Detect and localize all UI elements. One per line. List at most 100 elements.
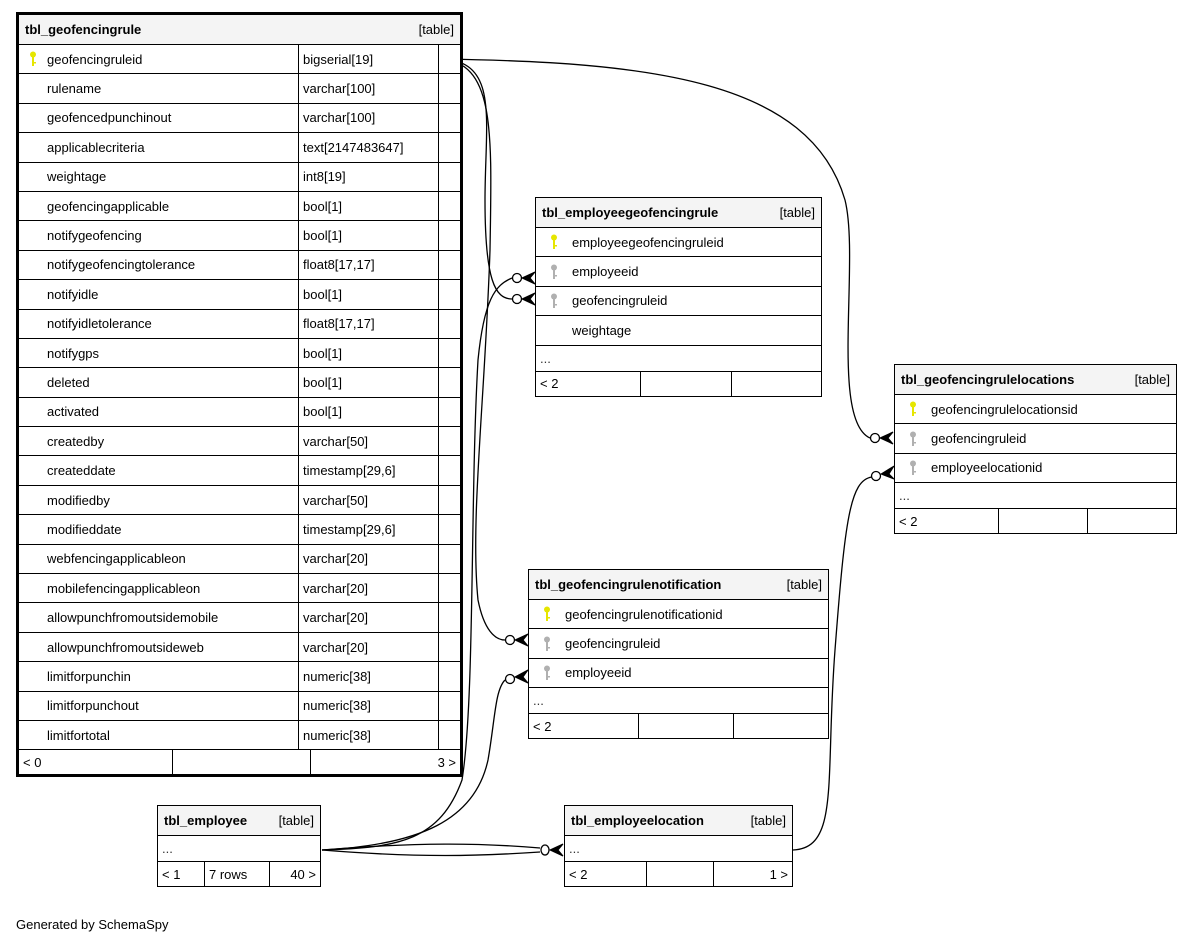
column-row[interactable]: employeelocationid xyxy=(895,454,1176,484)
column-name: notifygps xyxy=(47,338,299,368)
table-geofencingrulenotification[interactable]: tbl_geofencingrulenotification [table] g… xyxy=(528,569,829,740)
column-name: notifyidle xyxy=(47,280,299,309)
table-type: [table] xyxy=(786,577,822,592)
column-name: notifygeofencingtolerance xyxy=(47,250,299,280)
column-name: applicablecriteria xyxy=(47,133,299,162)
column-type: float8[17,17] xyxy=(299,309,439,338)
column-row[interactable]: employeeid xyxy=(529,659,828,689)
children-count[interactable] xyxy=(733,714,828,739)
children-count[interactable]: 3 > xyxy=(310,750,460,775)
column-name: rulename xyxy=(47,74,299,103)
column-name: geofencingrulelocationsid xyxy=(931,401,1078,417)
column-row[interactable]: geofencingrulenotificationid xyxy=(529,600,828,630)
column-type: numeric[38] xyxy=(299,662,439,691)
column-type: text[2147483647] xyxy=(299,133,439,162)
column-name: webfencingapplicableon xyxy=(47,544,299,574)
children-count[interactable] xyxy=(731,371,821,396)
children-count[interactable] xyxy=(1087,509,1176,534)
parents-count[interactable]: < 2 xyxy=(569,866,588,882)
parents-count[interactable]: < 2 xyxy=(533,718,552,734)
foreign-key-icon xyxy=(895,431,931,447)
column-name: notifygeofencing xyxy=(47,221,299,250)
table-name: tbl_employeelocation xyxy=(571,813,704,828)
table-footer: < 2 1 > xyxy=(565,862,792,886)
parents-count[interactable]: < 2 xyxy=(899,513,918,529)
row-count xyxy=(640,371,731,396)
table-employeegeofencingrule[interactable]: tbl_employeegeofencingrule [table] emplo… xyxy=(535,197,822,397)
column-row[interactable]: employeegeofencingruleid xyxy=(536,228,821,258)
column-name: allowpunchfromoutsidemobile xyxy=(47,603,299,632)
table-type: [table] xyxy=(750,813,786,828)
primary-key-icon xyxy=(19,51,47,67)
parents-count[interactable]: < 0 xyxy=(23,754,42,770)
column-type: float8[17,17] xyxy=(299,250,439,280)
parents-count[interactable]: < 2 xyxy=(540,376,559,392)
edge-employee-employeelocation-2 xyxy=(321,849,541,857)
column-name: employeeid xyxy=(572,264,639,280)
column-name: employeegeofencingruleid xyxy=(572,234,724,250)
column-type: numeric[38] xyxy=(299,720,439,750)
column-name: limitfortotal xyxy=(47,720,299,750)
primary-key-icon xyxy=(529,606,565,622)
column-type: int8[19] xyxy=(299,162,439,191)
column-type: varchar[20] xyxy=(299,603,439,632)
column-row[interactable]: geofencingruleid xyxy=(529,629,828,659)
parents-count[interactable]: < 1 xyxy=(162,866,181,882)
children-count[interactable]: 40 > xyxy=(269,862,320,886)
column-row[interactable]: weightage xyxy=(536,316,821,346)
table-footer: < 1 7 rows 40 > xyxy=(158,862,320,886)
column-name: createddate xyxy=(47,456,299,485)
table-header: tbl_geofencingrulenotification [table] xyxy=(529,570,828,600)
column-name: notifyidletolerance xyxy=(47,309,299,338)
column-type: timestamp[29,6] xyxy=(299,456,439,485)
table-footer: < 2 xyxy=(529,714,828,739)
column-name: geofencingrulenotificationid xyxy=(565,606,723,622)
column-row[interactable]: geofencingrulelocationsid xyxy=(895,395,1176,425)
children-count[interactable]: 1 > xyxy=(713,862,792,886)
crowfoot-icon xyxy=(878,431,894,445)
table-geofencingrulelocations[interactable]: tbl_geofencingrulelocations [table] geof… xyxy=(894,364,1177,535)
table-footer: < 0 3 > xyxy=(19,750,460,775)
table-name: tbl_geofencingrule xyxy=(25,22,142,37)
column-row[interactable]: employeeid xyxy=(536,257,821,287)
table-employee[interactable]: tbl_employee [table] ... < 1 7 rows 40 > xyxy=(157,805,321,887)
table-employeelocation[interactable]: tbl_employeelocation [table] ... < 2 1 > xyxy=(564,805,793,887)
primary-key-icon xyxy=(536,234,572,250)
crowfoot-icon xyxy=(520,292,536,306)
row-count: 7 rows xyxy=(204,862,269,886)
column-row[interactable]: geofencingruleid xyxy=(895,424,1176,454)
foreign-key-icon xyxy=(536,264,572,280)
column-name: geofencingruleid xyxy=(47,45,299,74)
table-geofencingrule[interactable]: tbl_geofencingrule [table] geofencingrul… xyxy=(16,12,463,778)
table-type: [table] xyxy=(278,813,314,828)
column-name: limitforpunchout xyxy=(47,691,299,720)
column-row[interactable]: geofencingruleid xyxy=(536,287,821,317)
column-name: weightage xyxy=(572,322,632,338)
column-type: varchar[50] xyxy=(299,485,439,515)
cardinality-zero-icon xyxy=(869,432,881,444)
